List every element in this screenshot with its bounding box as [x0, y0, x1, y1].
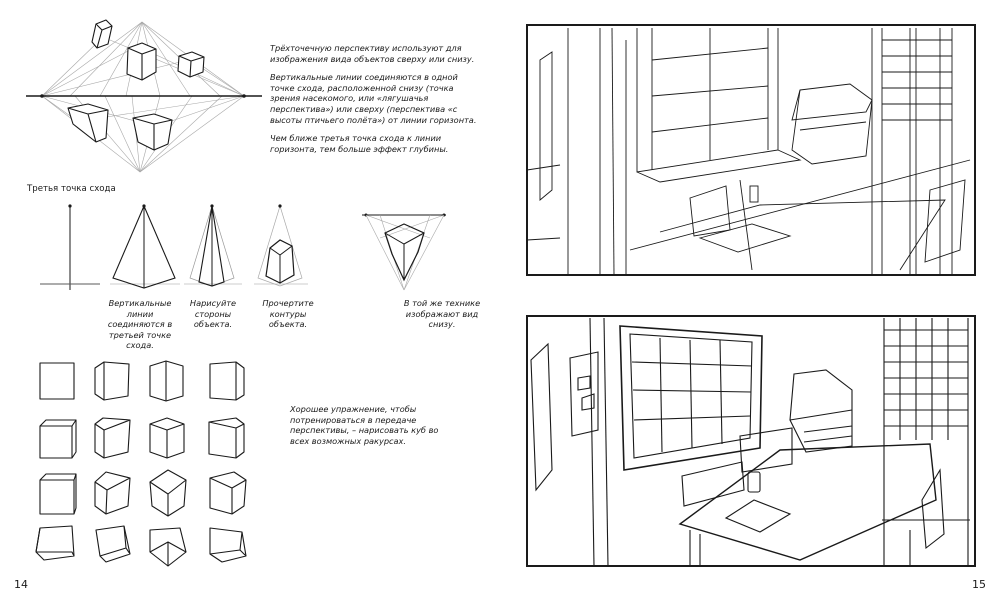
pyramid-sketch-1 — [40, 204, 180, 289]
inverted-pyramid-sketch — [362, 213, 446, 291]
caption-step-2: Нарисуйте стороны объекта. — [189, 298, 237, 330]
pyramid-sketch-2 — [184, 204, 242, 287]
page-number-left: 14 — [14, 578, 28, 591]
room-inked-panel — [526, 315, 976, 567]
exercise-text: Хорошее упражнение, чтобы потренироватьс… — [290, 404, 439, 446]
pyramid-sketch-3 — [254, 204, 308, 287]
page-number-right: 15 — [972, 578, 986, 591]
caption-step-4: В той же технике изображают вид снизу. — [403, 298, 481, 330]
intro-paragraph-1: Трёхточечную перспективу используют для … — [270, 43, 475, 64]
third-vanishing-point-label: Третья точка схода — [27, 184, 116, 194]
three-point-perspective-diagram — [26, 19, 262, 173]
caption-step-3: Прочертите контуры объекта. — [262, 298, 314, 330]
intro-text: Трёхточечную перспективу используют для … — [270, 43, 485, 162]
room-sketch-panel — [526, 24, 976, 276]
cube-angle-grid — [35, 360, 247, 567]
intro-paragraph-2: Вертикальные линии соединяются в одной т… — [270, 72, 477, 125]
intro-paragraph-3: Чем ближе третья точка схода к линии гор… — [270, 133, 449, 154]
construction-steps — [40, 204, 446, 291]
axes-sketch — [40, 204, 100, 290]
caption-step-1: Вертикальные линии соединяются в третьей… — [107, 298, 173, 351]
